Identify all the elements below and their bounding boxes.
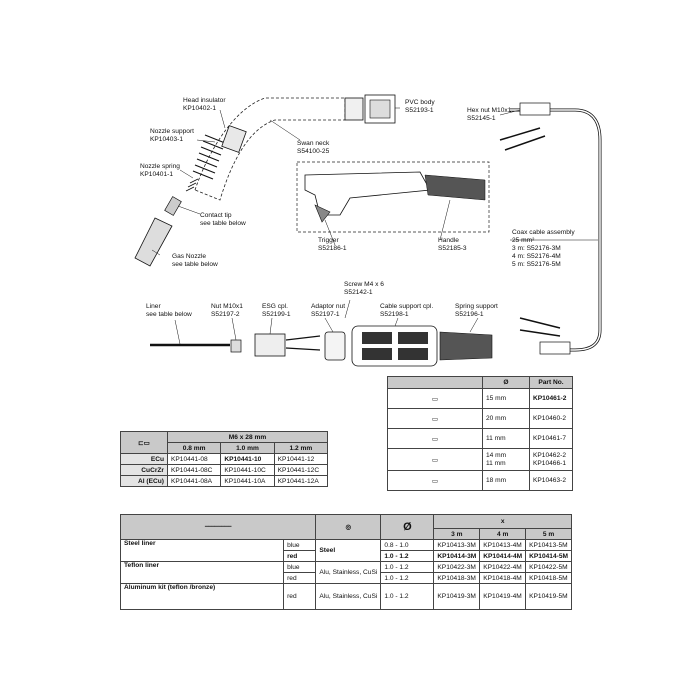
nozzle-spring-part: [185, 178, 199, 192]
nozzle-icon: ▭: [387, 388, 483, 409]
spool-icon: ◎: [315, 514, 382, 540]
liner-row: Teflon liner blue Alu, Stainless, CuSi 1…: [119, 561, 572, 584]
hex-nut-part: [519, 102, 551, 116]
spring-support-part: [439, 331, 493, 361]
esg-cpl-part: [254, 333, 286, 357]
gas-nozzle-table: Ø Part No. ▭ 15 mm KP10461-2 ▭ 20 mm KP1…: [387, 376, 573, 491]
liner-image-header: ⎯⎯⎯⎯⎯⎯⎯⎯: [119, 514, 317, 540]
label-cable-support: Cable support cpl.S52198-1: [380, 303, 434, 318]
nozzle-row: ▭ 15 mm KP10461-2: [387, 388, 573, 409]
nozzle-icon: ▭: [387, 428, 483, 449]
nozzle-icon: ▭: [387, 448, 483, 471]
nozzle-icon: ▭: [387, 408, 483, 429]
cable-leads-bottom: [519, 317, 561, 337]
tip-row: CuCrZr KP10441-08C KP10441-10C KP10441-1…: [120, 464, 329, 476]
liner-table: ⎯⎯⎯⎯⎯⎯⎯⎯ ◎ Ø x 3 m 4 m 5 m Steel liner b…: [119, 514, 572, 610]
tip-row: ECu KP10441-08 KP10441-10 KP10441-12: [120, 453, 329, 465]
tip-row: Al (ECu) KP10441-08A KP10441-10A KP10441…: [120, 475, 329, 487]
tip-size-header: M6 x 28 mm: [167, 431, 328, 443]
liner-row: Aluminum kit (teflon /bronze) red Alu, S…: [119, 583, 572, 610]
label-esg-cpl: ESG cpl.S52199-1: [262, 303, 291, 318]
nozzle-support-part: [221, 125, 247, 153]
gas-nozzle-part: [134, 217, 173, 267]
liner-row: red 1.0 - 1.2 KP10418-3M KP10418-4M KP10…: [121, 572, 572, 584]
trigger-part: [314, 204, 331, 223]
adaptor-nut-part: [324, 331, 346, 361]
nozzle-row: ▭ 11 mm KP10461-7: [387, 428, 573, 449]
head-insulator-part: [192, 134, 226, 180]
nut-m10-part: [230, 339, 242, 353]
pvc-body-part: [344, 94, 396, 124]
nozzle-dia-header: Ø: [482, 376, 530, 389]
nozzle-part-header: Part No.: [529, 376, 573, 389]
nozzle-row: ▭ 14 mm 11 mm KP10462-2 KP10466-1: [387, 448, 573, 471]
handle-grip-part: [424, 174, 486, 201]
contact-tip-icon: ⊏▭: [120, 431, 168, 454]
handle-shell-part: [304, 171, 431, 216]
nozzle-icon: ▭: [387, 470, 483, 491]
nozzle-row: ▭ 20 mm KP10460-2: [387, 408, 573, 429]
nozzle-image-header: [387, 376, 483, 389]
cable-leads-top: [499, 127, 546, 151]
handle-group-outline: [296, 161, 490, 233]
contact-tip-table: ⊏▭ M6 x 28 mm 0.8 mm 1.0 mm 1.2 mm ECu K…: [120, 431, 329, 487]
contact-tip-part: [164, 196, 182, 216]
leader-lines: [151, 107, 598, 345]
liner-row: Steel liner blue Steel 0.8 - 1.0 KP10413…: [119, 539, 572, 562]
nozzle-row: ▭ 18 mm KP10463-2: [387, 470, 573, 491]
